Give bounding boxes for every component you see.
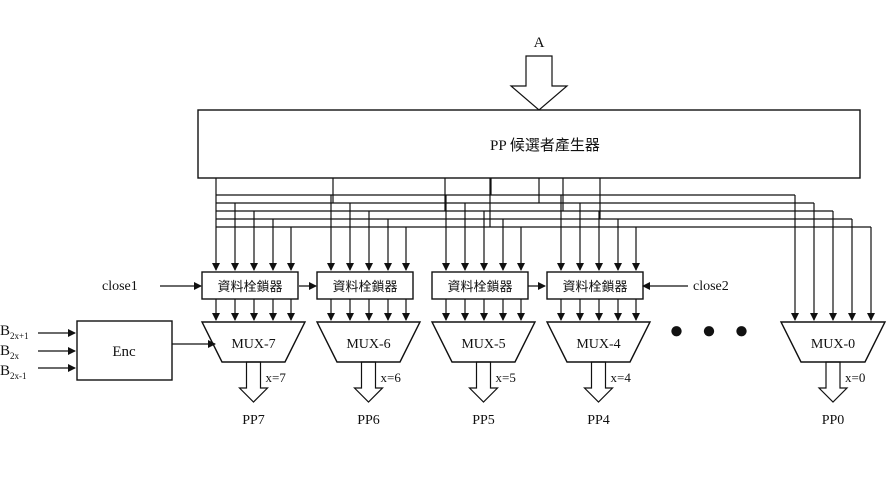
close2-label: close2 bbox=[693, 279, 729, 294]
ellipsis-dots: ● ● ● bbox=[669, 318, 755, 344]
output-arrow bbox=[817, 361, 849, 403]
x-index-label: x=4 bbox=[611, 370, 632, 385]
output-arrow bbox=[468, 361, 499, 403]
pp-output-label: PP4 bbox=[587, 413, 610, 428]
x-index-label: x=5 bbox=[496, 370, 516, 385]
x-index-label: x=0 bbox=[845, 370, 865, 385]
enc-label: Enc bbox=[112, 344, 136, 360]
output-arrow bbox=[238, 361, 269, 403]
multiplexer-label: MUX-7 bbox=[231, 337, 275, 352]
data-latch bbox=[431, 271, 529, 300]
data-latch-label: 資料栓鎖器 bbox=[217, 279, 282, 294]
data-latch bbox=[316, 271, 414, 300]
pp-output-label: PP0 bbox=[822, 413, 845, 428]
candidate-bus bbox=[215, 178, 871, 228]
multiplexer bbox=[779, 321, 887, 363]
pp-generator-label: PP 候選者產生器 bbox=[490, 137, 600, 154]
b-input-2x-1: B2x-1 bbox=[0, 363, 27, 381]
x-index-label: x=6 bbox=[381, 370, 402, 385]
multiplexer bbox=[545, 321, 652, 363]
pp-output-label: PP7 bbox=[242, 413, 265, 428]
b-input-2x+1: B2x+1 bbox=[0, 323, 29, 341]
multiplexer-label: MUX-4 bbox=[576, 337, 620, 352]
pp-output-label: PP6 bbox=[357, 413, 380, 428]
multiplexer bbox=[200, 321, 307, 363]
output-arrow bbox=[353, 361, 384, 403]
pp-output-label: PP5 bbox=[472, 413, 495, 428]
close1-label: close1 bbox=[102, 279, 138, 294]
multiplexer-label: MUX-5 bbox=[461, 337, 505, 352]
enc-block bbox=[76, 320, 173, 381]
input-a-label: A bbox=[534, 35, 545, 51]
data-latch-label: 資料栓鎖器 bbox=[562, 279, 627, 294]
input-a-arrow bbox=[509, 55, 569, 111]
data-latch-label: 資料栓鎖器 bbox=[332, 279, 397, 294]
x-index-label: x=7 bbox=[266, 370, 287, 385]
data-latch-label: 資料栓鎖器 bbox=[447, 279, 512, 294]
b-inputs: B2x+1 B2x B2x-1 bbox=[0, 323, 76, 381]
b-input-2x: B2x bbox=[0, 343, 20, 361]
multiplexer-label: MUX-6 bbox=[346, 337, 390, 352]
data-latch bbox=[201, 271, 299, 300]
multiplexer-label: MUX-0 bbox=[811, 337, 855, 352]
multiplexer bbox=[430, 321, 537, 363]
pp-generator-block bbox=[197, 109, 861, 179]
output-arrow bbox=[583, 361, 614, 403]
multiplexer bbox=[315, 321, 422, 363]
